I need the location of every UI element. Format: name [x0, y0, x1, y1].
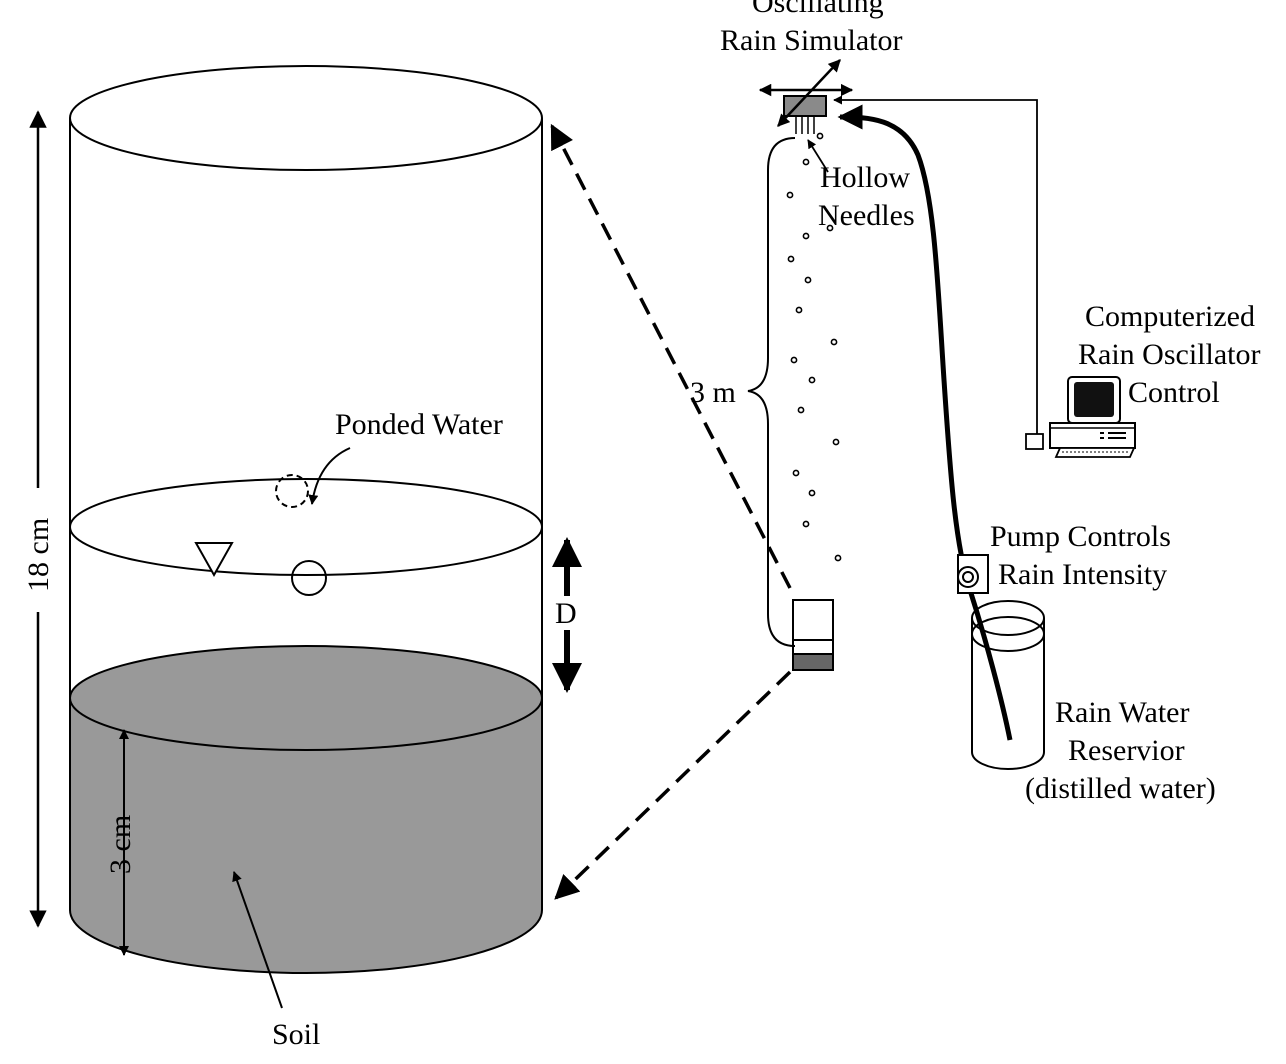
raindrop	[832, 438, 840, 446]
rain-simulator-label: Rain Simulator	[720, 24, 903, 57]
water-level-circle-icon	[291, 560, 327, 596]
rain-intensity-label: Rain Intensity	[998, 558, 1167, 591]
rain-simulator-head	[783, 95, 827, 134]
soil-surface	[69, 645, 543, 751]
depth-d-label: D	[555, 597, 577, 630]
fall-height-brace	[747, 137, 796, 647]
zoom-line-lower	[554, 670, 792, 900]
interface-box	[1025, 433, 1044, 450]
reservior-label: Reservior	[1068, 734, 1185, 767]
pump-controls-label: Pump Controls	[990, 520, 1171, 553]
ponded-water-pointer	[308, 447, 351, 505]
control-wire	[833, 95, 1038, 434]
raindrop	[804, 276, 812, 284]
distilled-water-label: (distilled water)	[1025, 772, 1216, 805]
height-18cm-label: 18 cm	[22, 518, 55, 592]
water-tube	[837, 104, 1013, 741]
cylinder-top-ellipse	[69, 65, 543, 171]
raindrop	[826, 224, 834, 232]
raindrop	[786, 191, 794, 199]
raindrop	[802, 232, 810, 240]
raindrop	[834, 554, 842, 562]
sample-cup	[792, 599, 834, 671]
computer-base	[1049, 422, 1136, 449]
soil-label: Soil	[272, 1018, 320, 1051]
rain-water-reservoir	[971, 600, 1045, 770]
depth-d-label-bg	[553, 596, 581, 630]
rain-water-label: Rain Water	[1055, 696, 1190, 729]
needles-label: Needles	[818, 199, 915, 232]
raindrop	[816, 132, 824, 140]
sample-cup-soil	[792, 653, 834, 671]
water-surface-ellipse	[69, 478, 543, 576]
raindrops	[786, 132, 842, 562]
raindrop	[797, 406, 805, 414]
raindrop	[790, 356, 798, 364]
ponded-water-label: Ponded Water	[335, 408, 503, 441]
raindrop	[795, 306, 803, 314]
water-level-triangle-icon	[194, 542, 234, 578]
zoom-line-upper	[550, 123, 792, 589]
raindrop	[802, 158, 810, 166]
raindrop	[787, 255, 795, 263]
soil-pointer	[232, 871, 283, 1009]
raindrop	[802, 520, 810, 528]
pump-icon	[957, 554, 989, 594]
raindrop	[792, 469, 800, 477]
computer-icon	[1025, 376, 1136, 458]
soil-depth-3cm-label: 3 cm	[104, 815, 137, 874]
oscillating-label: Oscillating	[752, 0, 884, 19]
fall-height-label: 3 m	[690, 376, 736, 409]
oscillation-arrow-diagonal	[777, 59, 841, 127]
soil-column-cylinder	[69, 65, 543, 974]
monitor-screen	[1074, 382, 1114, 417]
control-label: Control	[1128, 376, 1220, 409]
needles-pointer	[807, 139, 829, 173]
raindrop	[830, 338, 838, 346]
ponded-water-dashed-circle	[275, 474, 309, 508]
raindrop	[808, 489, 816, 497]
computerized-label: Computerized	[1085, 300, 1255, 333]
rain-oscillator-label: Rain Oscillator	[1078, 338, 1260, 371]
hollow-label: Hollow	[820, 161, 910, 194]
soil-body	[69, 697, 543, 974]
raindrop	[808, 376, 816, 384]
